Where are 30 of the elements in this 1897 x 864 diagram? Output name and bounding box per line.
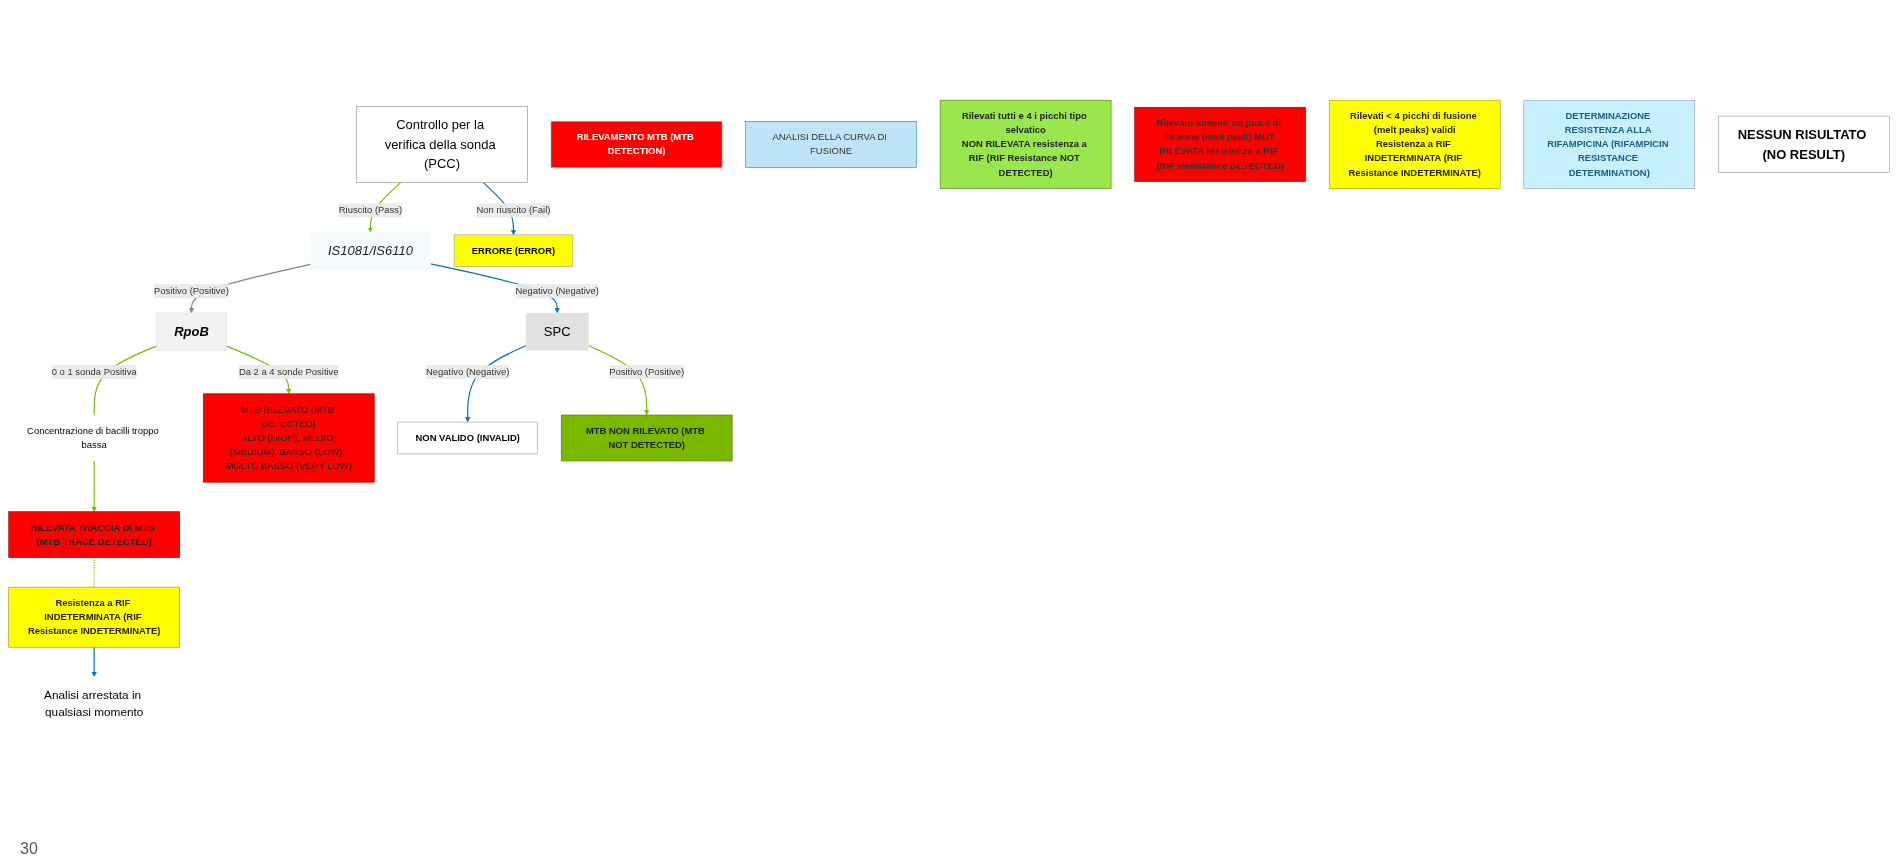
node-box: ERRORE (ERROR) bbox=[453, 234, 573, 268]
node-box: Rilevati tutti e 4 i picchi tipo selvatico NON RILEVATA resistenza a RIF (RIF Resistance NOT DETECTED) bbox=[939, 99, 1111, 189]
edge-label: Non riuscito (Fail) bbox=[476, 205, 550, 216]
edge-label: Positivo (Positive) bbox=[153, 285, 229, 296]
edge-label: Riuscito (Pass) bbox=[338, 205, 402, 216]
node-box: Resistenza a RIF INDETERMINATA (RIF Resistance INDETERMINATE) bbox=[7, 586, 180, 648]
page-number: 30 bbox=[20, 840, 38, 857]
node-box: Controllo per la verifica della sonda (PCC) bbox=[355, 106, 528, 183]
node-box: IS1081/IS6110 bbox=[309, 231, 431, 270]
arrow bbox=[91, 460, 97, 512]
edge-label: Negativo (Negative) bbox=[515, 285, 599, 296]
node-box: RILEVATA TRACCIA DI MTB (MTB TRACE DETECTED) bbox=[7, 511, 180, 558]
node-box: SPC bbox=[525, 312, 589, 351]
node-box: Rilevati < 4 picchi di fusione (melt peaks) validi Resistenza a RIF INDETERMINATA (RIF Resistance INDETERMINATE) bbox=[1328, 99, 1500, 189]
node-text: Concentrazione di bacilli troppo bassa bbox=[26, 425, 159, 450]
edge-label: 0 o 1 sonda Positiva bbox=[51, 366, 137, 377]
node-box: RpoB bbox=[155, 312, 227, 351]
node-box: NESSUN RISULTATO (NO RESULT) bbox=[1717, 115, 1890, 173]
node-box: ANALISI DELLA CURVA DI FUSIONE bbox=[744, 121, 917, 168]
node-box: DETERMINAZIONE RESISTENZA ALLA RIFAMPICINA (RIFAMPICIN RESISTANCE DETERMINATION) bbox=[1522, 99, 1695, 189]
node-text: Analisi arrestata in qualsiasi momento bbox=[43, 687, 143, 719]
node-box: MTB RILEVATO (MTB DETECTED) ALTO (HIGH), MEDIO (MEDIUM), BASSO (LOW), MOLTO BASSO (VERY LOW) bbox=[202, 393, 375, 483]
edge-label: Da 2 a 4 sonde Positive bbox=[238, 366, 339, 377]
edge-label: Negativo (Negative) bbox=[425, 366, 509, 377]
node-box: Rilevato almeno un picco di fusione (melt peak) MUT RILEVATA resistenza a RIF (RIF Resistance DETECTED) bbox=[1133, 106, 1306, 182]
node-box: RILEVAMENTO MTB (MTB DETECTION) bbox=[550, 121, 722, 168]
edge-label: Positivo (Positive) bbox=[608, 366, 684, 377]
node-box: NON VALIDO (INVALID) bbox=[397, 421, 538, 455]
arrow bbox=[91, 646, 97, 677]
node-box: MTB NON RILEVATO (MTB NOT DETECTED) bbox=[560, 414, 732, 462]
